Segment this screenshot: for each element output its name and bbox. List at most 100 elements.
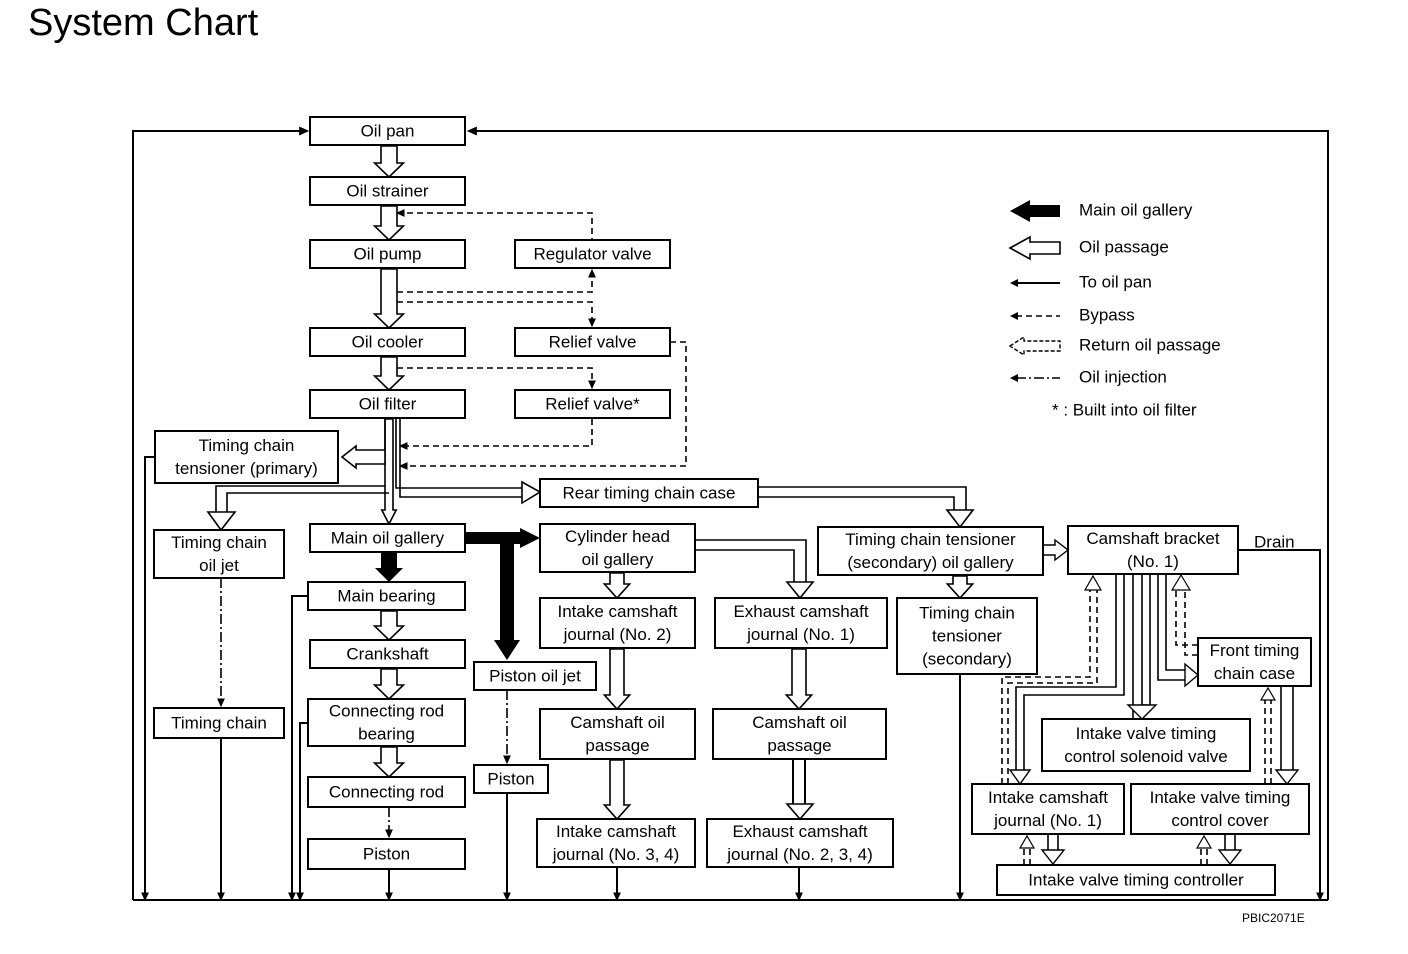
oil-passage-line: [695, 549, 795, 582]
box-ivt-controller: Intake valve timing controller: [996, 864, 1276, 896]
box-frame: [1197, 637, 1312, 687]
oil-passage-arrow: [945, 509, 975, 529]
box-regulator-valve: Regulator valve: [514, 239, 671, 269]
legend-symbol: [1010, 374, 1018, 382]
oil-passage-arrow: [602, 759, 632, 821]
box-label: oil gallery: [582, 550, 654, 569]
box-frame: [514, 327, 671, 357]
box-label: Relief valve: [549, 332, 637, 351]
drain-label: Drain: [1254, 532, 1295, 551]
legend-label: Return oil passage: [1079, 335, 1221, 354]
box-frame: [539, 523, 696, 573]
box-frame: [309, 116, 466, 146]
arrowhead: [385, 892, 393, 902]
connectors: [141, 126, 1324, 902]
return-passage-line: [1007, 590, 1098, 784]
box-frame: [514, 239, 671, 269]
box-label: Connecting rod: [329, 782, 444, 801]
box-label: Exhaust camshaft: [732, 822, 867, 841]
box-label: Camshaft bracket: [1086, 529, 1219, 548]
legend-symbol: [1010, 200, 1060, 222]
arrowhead: [395, 209, 405, 217]
box-piston-lower: Piston: [307, 838, 466, 870]
return-passage-arrow: [1259, 686, 1277, 701]
return-passage-line: [1184, 590, 1198, 656]
bypass-line: [397, 367, 593, 385]
box-oil-pan: Oil pan: [309, 116, 466, 146]
return-passage-arrow: [1195, 834, 1213, 849]
box-label: Timing chain: [171, 533, 267, 552]
bypass-line: [402, 419, 593, 447]
box-label: (secondary): [922, 649, 1012, 668]
box-frame: [309, 389, 466, 419]
legend-label: Main oil gallery: [1079, 200, 1193, 219]
box-relief-valve-filter: Relief valve*: [514, 389, 671, 419]
legend-item-dash-dot: Oil injection: [1010, 367, 1167, 386]
box-frame: [307, 698, 466, 747]
box-label: Piston: [363, 844, 410, 863]
box-frame: [473, 661, 597, 691]
box-frame: [307, 838, 466, 870]
box-label: tensioner: [932, 626, 1002, 645]
oil-passage-arrow: [340, 419, 386, 470]
box-label: journal (No. 1): [993, 811, 1102, 830]
arrowhead: [385, 829, 393, 839]
legend-label: Oil injection: [1079, 367, 1167, 386]
box-frame: [706, 818, 894, 868]
oil-passage-arrow: [380, 418, 398, 526]
oil-passage-arrow: [372, 610, 406, 642]
box-connecting-rod: Connecting rod: [307, 776, 466, 808]
box-oil-filter: Oil filter: [309, 389, 466, 419]
oil-passage-line: [1157, 575, 1185, 681]
box-camshaft-bracket: Camshaft bracket(No. 1): [1067, 525, 1239, 575]
box-frame: [1067, 525, 1239, 575]
oil-passage-arrow: [372, 746, 406, 779]
arrowhead: [398, 462, 408, 470]
box-main-oil-gallery: Main oil gallery: [309, 523, 466, 553]
legend-item-hollow-dashed: Return oil passage: [1008, 335, 1221, 357]
oil-passage-arrow: [1008, 769, 1032, 786]
box-piston-upper: Piston: [473, 764, 549, 794]
box-label: Piston: [487, 769, 534, 788]
box-frame: [309, 239, 466, 269]
legend-label: Oil passage: [1079, 237, 1169, 256]
box-relief-valve: Relief valve: [514, 327, 671, 357]
box-label: oil jet: [199, 556, 239, 575]
oil-passage-line: [1015, 575, 1117, 770]
oil-passage-arrow: [1217, 849, 1243, 866]
box-frame: [536, 818, 696, 868]
box-frame: [971, 783, 1125, 835]
page-title: System Chart: [28, 2, 259, 44]
box-label: Intake camshaft: [557, 602, 677, 621]
arrowhead: [466, 126, 477, 136]
box-label: Cylinder head: [565, 527, 670, 546]
oil-passage-arrow: [945, 575, 975, 600]
legend-symbol: [1010, 279, 1018, 287]
box-label: Exhaust camshaft: [733, 602, 868, 621]
box-label: Regulator valve: [533, 244, 651, 263]
oil-passage-line: [215, 485, 385, 512]
oil-passage-line: [399, 419, 522, 498]
oil-passage-arrow: [784, 648, 814, 711]
arrowhead: [588, 318, 596, 328]
box-label: Crankshaft: [346, 644, 428, 663]
oil-passage-arrow: [1040, 849, 1066, 866]
box-frame: [153, 707, 285, 739]
oil-passage-arrow: [206, 511, 237, 532]
arrowhead: [1316, 892, 1324, 902]
oil-passage-line: [1165, 575, 1185, 671]
box-label: bearing: [358, 724, 415, 743]
box-label: Oil pan: [361, 121, 415, 140]
box-label: Oil strainer: [346, 181, 429, 200]
return-passage-arrow: [1170, 573, 1192, 591]
box-piston-oil-jet: Piston oil jet: [473, 661, 597, 691]
box-label: journal (No. 2, 3, 4): [726, 845, 873, 864]
box-label: Timing chain: [171, 713, 267, 732]
box-label: passage: [767, 736, 831, 755]
oil-passage-arrow: [602, 648, 632, 711]
